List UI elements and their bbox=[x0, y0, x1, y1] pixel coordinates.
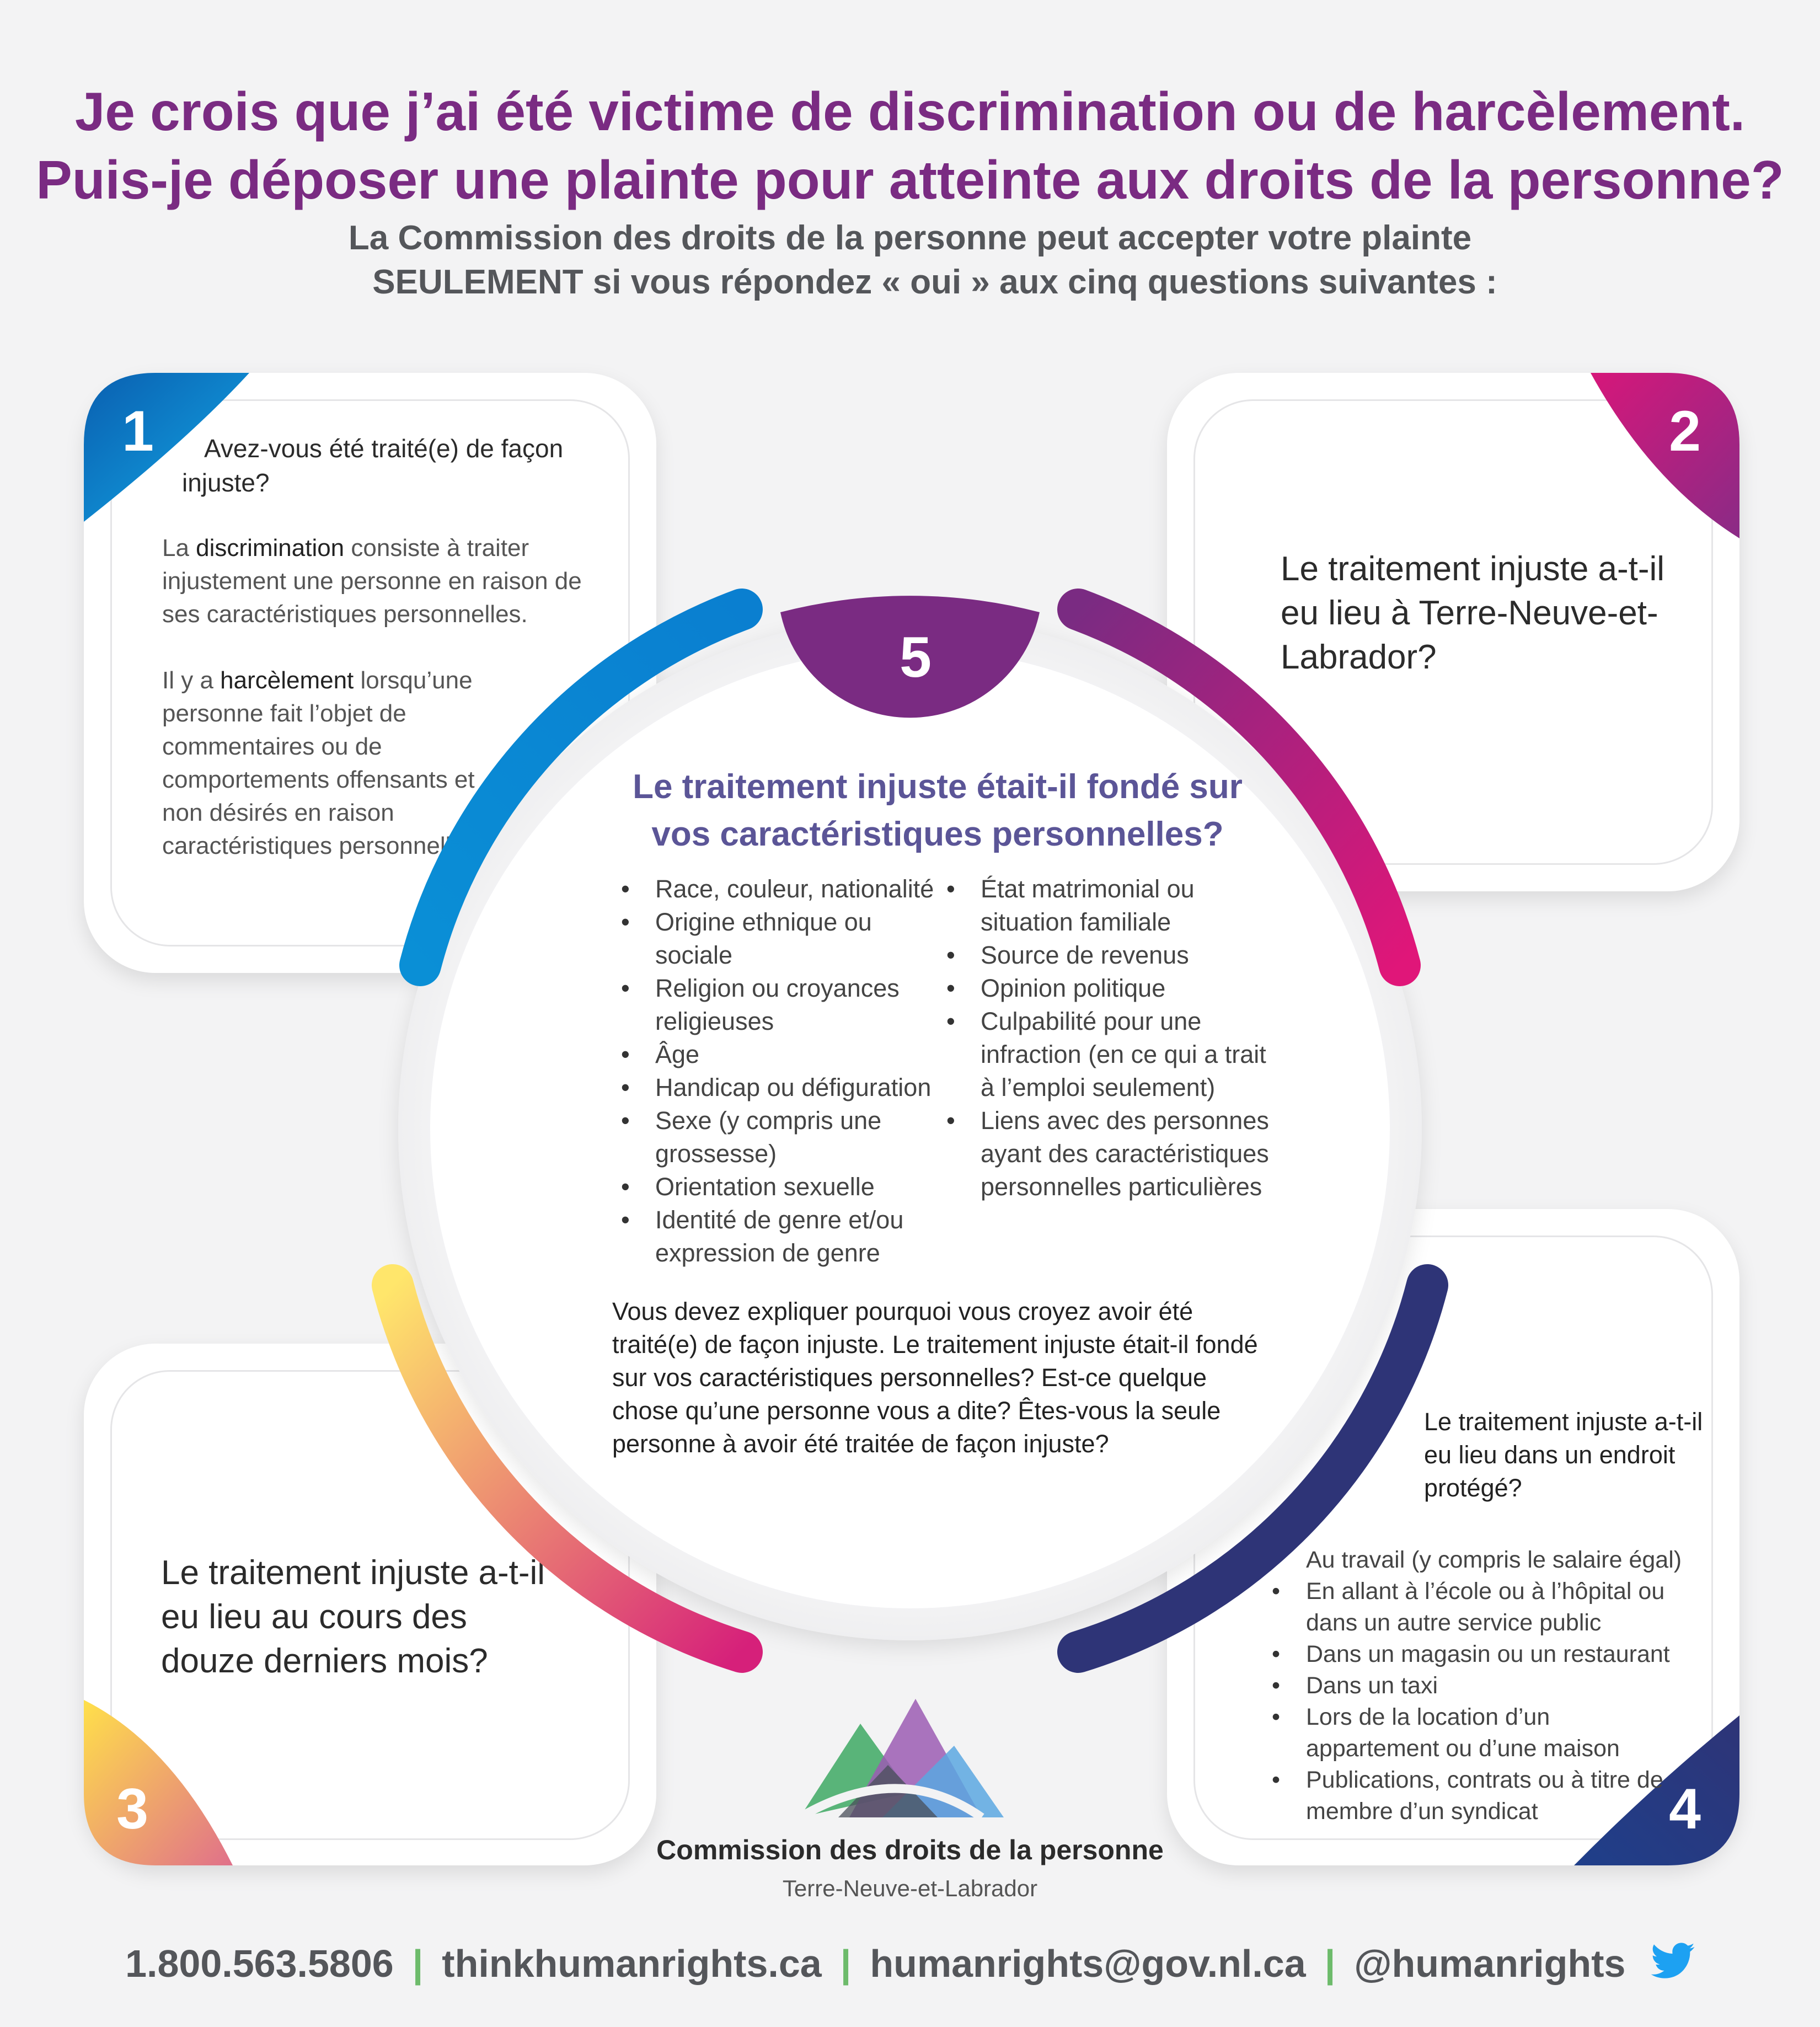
title-line-1: Je crois que j’ai été victime de discrim… bbox=[74, 81, 1746, 142]
discrimination-definition: La discrimination consiste à traiter inj… bbox=[162, 534, 582, 628]
list-item: Source de revenus bbox=[942, 939, 1284, 972]
arc-navy bbox=[1057, 1264, 1448, 1673]
card-4-question: Le traitement injuste a-t-il eu lieu dan… bbox=[1424, 1408, 1703, 1502]
logo-region: Terre-Neuve-et-Labrador bbox=[782, 1875, 1038, 1901]
list-item: Race, couleur, nationalité bbox=[617, 873, 936, 906]
characteristics-list-left: Race, couleur, nationalité Origine ethni… bbox=[617, 873, 936, 1270]
list-item: Dans un taxi bbox=[1268, 1670, 1688, 1702]
list-item: Culpabilité pour une infraction (en ce q… bbox=[942, 1005, 1284, 1104]
center-question: Le traitement injuste était-il fondé sur… bbox=[633, 768, 1243, 853]
list-item: Lors de la location d’un appartement ou … bbox=[1268, 1702, 1688, 1764]
list-item: En allant à l’école ou à l’hôpital ou da… bbox=[1268, 1576, 1688, 1639]
email-link[interactable]: humanrights@gov.nl.ca bbox=[870, 1942, 1306, 1985]
card-3-question: Le traitement injuste a-t-il eu lieu au … bbox=[161, 1554, 545, 1680]
title-line-2: Puis-je déposer une plainte pour atteint… bbox=[36, 149, 1784, 210]
twitter-handle[interactable]: @humanrights bbox=[1354, 1942, 1626, 1985]
list-item: Au travail (y compris le salaire égal) bbox=[1268, 1544, 1688, 1576]
list-item: Sexe (y compris une grossesse) bbox=[617, 1104, 936, 1170]
arc-yellow bbox=[372, 1264, 763, 1673]
card-2-number: 2 bbox=[1669, 399, 1701, 463]
separator: | bbox=[412, 1942, 424, 1985]
commission-logo-icon bbox=[800, 1699, 1004, 1820]
phone-number[interactable]: 1.800.563.5806 bbox=[125, 1942, 394, 1985]
card-2-corner bbox=[1591, 373, 1739, 538]
center-number-5: 5 bbox=[900, 625, 932, 689]
separator: | bbox=[1324, 1942, 1336, 1985]
list-item: Dans un magasin ou un restaurant bbox=[1268, 1639, 1688, 1670]
list-item: Opinion politique bbox=[942, 972, 1284, 1005]
list-item: Âge bbox=[617, 1038, 936, 1071]
card-1-body: La discrimination consiste à traiter inj… bbox=[162, 532, 592, 863]
list-item: Origine ethnique ou sociale bbox=[617, 906, 936, 972]
card-1-corner bbox=[84, 373, 249, 522]
list-item: État matrimonial ou situation familiale bbox=[942, 873, 1284, 939]
badge-5-shape bbox=[780, 596, 1040, 718]
twitter-bird-icon[interactable] bbox=[1651, 1943, 1695, 1979]
website-link[interactable]: thinkhumanrights.ca bbox=[442, 1942, 822, 1985]
list-item: Orientation sexuelle bbox=[617, 1170, 936, 1204]
arc-blue bbox=[399, 589, 763, 986]
list-item: Identité de genre et/ou expression de ge… bbox=[617, 1204, 936, 1270]
list-item: Publications, contrats ou à titre de mem… bbox=[1268, 1764, 1688, 1827]
contact-footer: 1.800.563.5806 | thinkhumanrights.ca | human… bbox=[0, 1942, 1820, 1986]
page-title: Je crois que j’ai été victime de discrim… bbox=[0, 77, 1820, 214]
subtitle-line-2: SEULEMENT si vous répondez « oui » aux c… bbox=[372, 263, 1497, 301]
subtitle-line-1: La Commission des droits de la personne … bbox=[348, 219, 1472, 257]
logo-name: Commission des droits de la personne bbox=[656, 1835, 1164, 1865]
ring-arcs bbox=[372, 589, 1448, 1673]
separator: | bbox=[840, 1942, 852, 1985]
characteristics-list-right: État matrimonial ou situation familiale … bbox=[942, 873, 1284, 1204]
harassment-definition: Il y a harcèlement lorsqu’une personne f… bbox=[162, 667, 484, 859]
list-item: Handicap ou défiguration bbox=[617, 1071, 936, 1104]
list-item: Liens avec des personnes ayant des carac… bbox=[942, 1104, 1284, 1204]
arc-magenta bbox=[1057, 589, 1421, 986]
list-item: Religion ou croyances religieuses bbox=[617, 972, 936, 1038]
card-3-corner bbox=[84, 1700, 233, 1865]
page-subtitle: La Commission des droits de la personne … bbox=[0, 216, 1820, 304]
center-explanation: Vous devez expliquer pourquoi vous croye… bbox=[612, 1297, 1258, 1458]
card-1-number: 1 bbox=[122, 399, 154, 463]
card-2-question: Le traitement injuste a-t-il eu lieu à T… bbox=[1281, 550, 1665, 676]
card-1-question: Avez-vous été traité(e) de façon injuste… bbox=[182, 434, 564, 497]
protected-places-list: Au travail (y compris le salaire égal) E… bbox=[1268, 1544, 1688, 1827]
card-3-number: 3 bbox=[116, 1777, 148, 1841]
